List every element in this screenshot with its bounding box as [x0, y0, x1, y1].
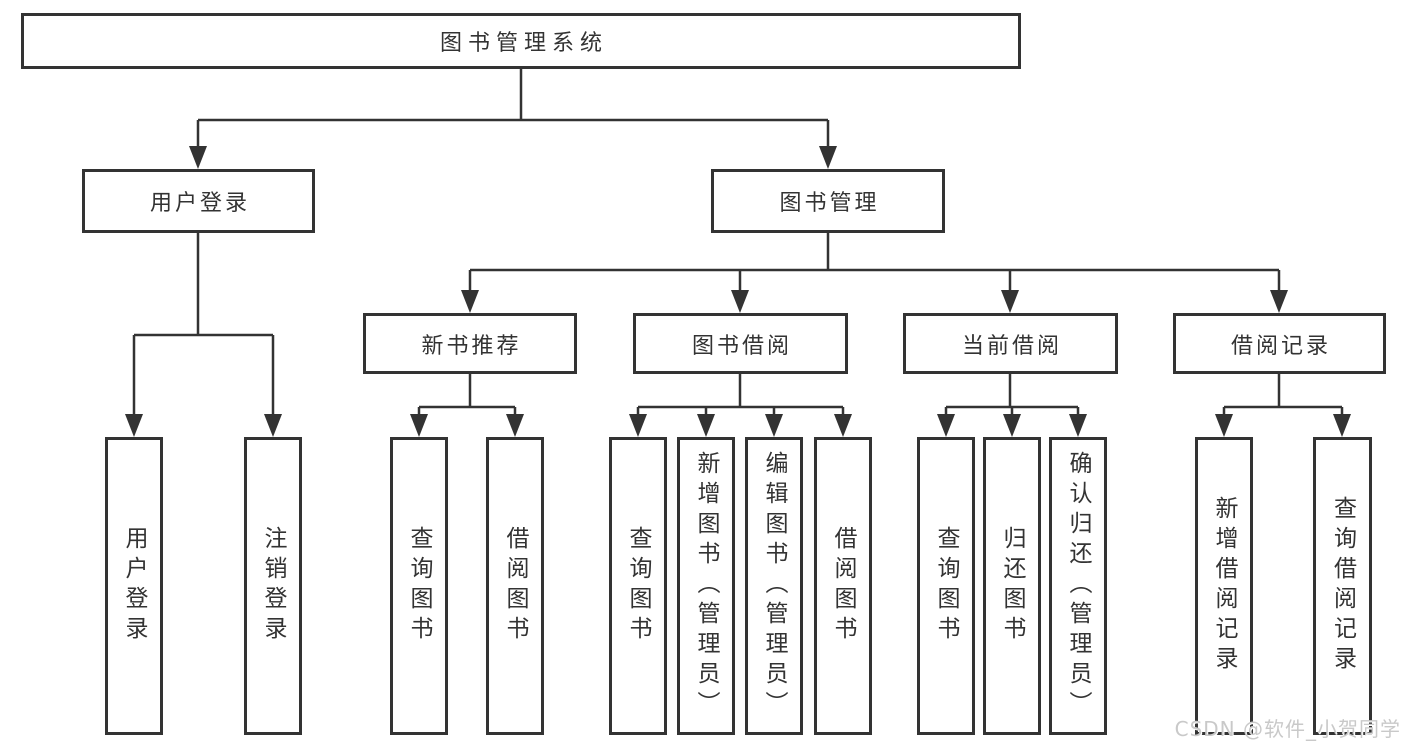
node-label: 编辑图书（管理员） [761, 451, 787, 721]
node-recommend-borrow-books: 借阅图书 [486, 437, 544, 735]
node-new-book-recommendation: 新书推荐 [363, 313, 577, 374]
node-label: 查询图书 [933, 526, 959, 646]
node-current-return-books: 归还图书 [983, 437, 1041, 735]
node-borrowing-add-books-admin: 新增图书（管理员） [677, 437, 735, 735]
node-records-query-borrow-record: 查询借阅记录 [1313, 437, 1372, 735]
node-label: 新增借阅记录 [1211, 496, 1237, 676]
node-borrowing-edit-books-admin: 编辑图书（管理员） [745, 437, 803, 735]
node-borrowing-borrow-books: 借阅图书 [814, 437, 872, 735]
node-records-add-borrow-record: 新增借阅记录 [1195, 437, 1253, 735]
arrowheads [125, 146, 1351, 437]
node-borrowing-query-books: 查询图书 [609, 437, 667, 735]
node-logout-action: 注销登录 [244, 437, 302, 735]
node-user-login-action: 用户登录 [105, 437, 163, 735]
node-label: 归还图书 [999, 526, 1025, 646]
node-label: 图书管理 [779, 191, 880, 216]
node-label: 查询图书 [406, 526, 432, 646]
node-label: 图书借阅 [691, 333, 792, 359]
node-label: 查询图书 [625, 526, 651, 646]
node-label: 用户登录 [149, 191, 250, 216]
node-label: 借阅图书 [502, 526, 528, 646]
node-label: 当前借阅 [961, 333, 1062, 359]
node-label: 确认归还（管理员） [1065, 451, 1091, 721]
node-label: 借阅图书 [830, 526, 856, 646]
node-current-confirm-return-admin: 确认归还（管理员） [1049, 437, 1107, 735]
node-label: 借阅记录 [1230, 333, 1331, 359]
node-label: 注销登录 [260, 526, 286, 646]
node-root-library-management-system: 图书管理系统 [21, 13, 1021, 69]
node-book-borrowing: 图书借阅 [633, 313, 848, 374]
node-borrowing-records: 借阅记录 [1173, 313, 1386, 374]
node-book-management: 图书管理 [711, 169, 945, 233]
node-label: 用户登录 [121, 526, 147, 646]
node-current-query-books: 查询图书 [917, 437, 975, 735]
node-current-borrowing: 当前借阅 [903, 313, 1118, 374]
connector-strokes [132, 69, 1344, 415]
node-label: 新书推荐 [421, 333, 522, 359]
node-label: 新增图书（管理员） [693, 451, 719, 721]
node-recommend-query-books: 查询图书 [390, 437, 448, 735]
watermark: CSDN @软件_小贺同学 [1174, 717, 1401, 741]
node-label: 查询借阅记录 [1329, 496, 1356, 676]
node-label: 图书管理系统 [439, 31, 608, 56]
node-user-login: 用户登录 [82, 169, 315, 233]
